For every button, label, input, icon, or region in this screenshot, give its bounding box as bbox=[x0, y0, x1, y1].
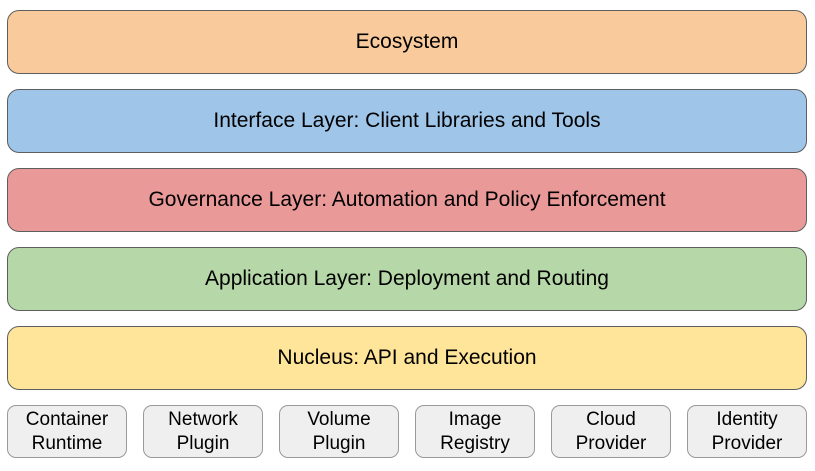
layer-interface-label: Interface Layer: Client Libraries and To… bbox=[213, 109, 601, 132]
provider-network-plugin-label: Network Plugin bbox=[168, 408, 238, 454]
provider-cloud-provider: Cloud Provider bbox=[551, 405, 671, 458]
provider-cloud-provider-label: Cloud Provider bbox=[575, 408, 647, 454]
layer-governance-label: Governance Layer: Automation and Policy … bbox=[148, 188, 666, 211]
provider-container-runtime-label: Container Runtime bbox=[25, 408, 109, 454]
layer-application-label: Application Layer: Deployment and Routin… bbox=[205, 267, 609, 290]
provider-identity-provider: Identity Provider bbox=[687, 405, 807, 458]
provider-row: Container Runtime Network Plugin Volume … bbox=[7, 405, 807, 458]
provider-volume-plugin: Volume Plugin bbox=[279, 405, 399, 458]
provider-image-registry-label: Image Registry bbox=[440, 408, 510, 454]
layer-ecosystem: Ecosystem bbox=[7, 10, 807, 74]
provider-container-runtime: Container Runtime bbox=[7, 405, 127, 458]
layer-stack: Ecosystem Interface Layer: Client Librar… bbox=[7, 10, 807, 458]
layer-nucleus: Nucleus: API and Execution bbox=[7, 326, 807, 390]
provider-volume-plugin-label: Volume Plugin bbox=[307, 408, 371, 454]
provider-image-registry: Image Registry bbox=[415, 405, 535, 458]
layer-nucleus-label: Nucleus: API and Execution bbox=[277, 346, 537, 369]
provider-network-plugin: Network Plugin bbox=[143, 405, 263, 458]
layer-ecosystem-label: Ecosystem bbox=[355, 30, 459, 53]
provider-identity-provider-label: Identity Provider bbox=[711, 408, 783, 454]
layer-application: Application Layer: Deployment and Routin… bbox=[7, 247, 807, 311]
layer-governance: Governance Layer: Automation and Policy … bbox=[7, 168, 807, 232]
layer-interface: Interface Layer: Client Libraries and To… bbox=[7, 89, 807, 153]
